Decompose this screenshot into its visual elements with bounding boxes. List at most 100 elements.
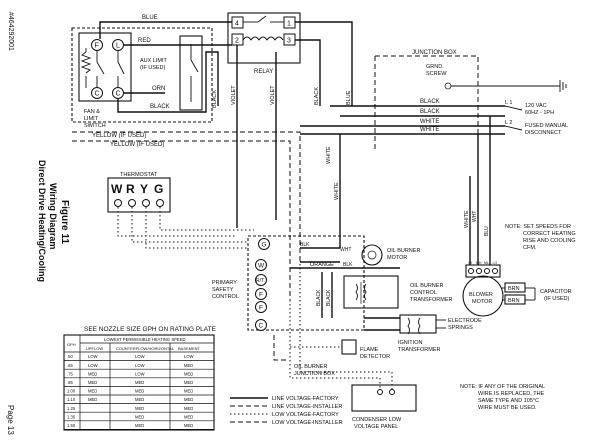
flame-detector: FLAME DETECTOR (290, 339, 390, 360)
wire-label-black-jb2: BLACK (420, 109, 440, 115)
wire-label-blue-right: BLUE (346, 90, 352, 105)
wire-label-white-vertical: WHITE (334, 182, 340, 200)
table-cell-gph: .75 (67, 371, 73, 376)
tap-mh: MH (476, 261, 482, 265)
terminal-c-left: C (95, 91, 100, 98)
table-head-basement: BASEMENT (178, 346, 201, 351)
relay-label: RELAY (254, 69, 273, 75)
control-terminal-c: C (259, 323, 264, 330)
wire-label-orn: ORN (152, 86, 165, 92)
table-head-main: LOWEST PERMISSIBLE HEATING SPEED (104, 337, 186, 342)
junction-box: JUNCTION BOX GRND. SCREW BLACK BLACK WHI… (300, 50, 568, 180)
document-code: #464292001 (7, 12, 14, 51)
ignition-transformer: ELECTRODE SPRINGS IGNITION TRANSFORMER (364, 314, 482, 353)
table-cell-speed: MED (184, 414, 193, 419)
note-speeds: NOTE: SET SPEEDS FOR CORRECT HEATING RIS… (505, 224, 576, 251)
page-number: Page 13 (6, 405, 15, 435)
table-cell-speed: MED (88, 397, 97, 402)
diagram-title-line1: Wiring Diagram (48, 183, 58, 249)
note-wire-3: SAME TYPE AND 105°C (478, 398, 539, 404)
fused-label-2: DISCONNECT (525, 130, 562, 136)
table-cell-speed: MED (135, 414, 144, 419)
primary-control-label-3: CONTROL (212, 294, 239, 300)
table-cell-speed: LOW (88, 363, 98, 368)
table-cell-speed: MED (184, 397, 193, 402)
wire-label-brn-2: BRN (508, 298, 520, 304)
table-cell-speed: MED (135, 389, 144, 394)
wire-label-blk-top: BLK (300, 242, 310, 248)
legend-item-2: LINE VOLTAGE-INSTALLER (272, 404, 342, 410)
wire-label-white-jb2: WHITE (420, 127, 439, 133)
oil-burner-junction-box: OIL BURNER JUNCTION BOX (273, 335, 335, 377)
wire-label-white-jb1: WHITE (420, 119, 439, 125)
figure-label: Figure 11 (59, 200, 70, 244)
table-cell-speed: MED (184, 406, 193, 411)
tap-lo: LO (493, 261, 498, 265)
table-cell-speed: LOW (184, 354, 194, 359)
table-cell-speed: MED (184, 371, 193, 376)
wire-label-black-vertical: BLACK (212, 90, 218, 108)
wire-label-wht-top: WHT (340, 247, 351, 253)
wire-label-black-jb1: BLACK (420, 99, 440, 105)
fused-label-1: FUSED MANUAL (525, 123, 568, 129)
table-caption: SEE NOZZLE SIZE GPH ON RATING PLATE (84, 326, 217, 333)
wire-label-wht-blower: WHT (472, 211, 478, 222)
table-cell-gph: 1.35 (67, 414, 76, 419)
line-l1-label: L 1 (505, 100, 512, 106)
table-cell-gph: 1.00 (67, 389, 76, 394)
table-cell-speed: MED (184, 363, 193, 368)
electrode-label-1: ELECTRODE (448, 318, 482, 324)
wire-label-black-limit: BLACK (150, 104, 170, 110)
table-cell-gph: 1.50 (67, 423, 76, 428)
note-wire-4: WIRE MUST BE USED. (478, 405, 537, 411)
table-cell-speed: LOW (135, 363, 145, 368)
wire-label-brn-1: BRN (508, 286, 520, 292)
oil-motor-label-1: OIL BURNER (387, 248, 420, 254)
tap-ml: ML (484, 261, 489, 265)
aux-limit-if-used: (IF USED) (140, 65, 166, 71)
table-cell-speed: MED (135, 406, 144, 411)
table-head-counterflow: COUNTERFLOW/HORIZONTAL (116, 346, 175, 351)
aux-limit-label: AUX LIMIT (140, 58, 168, 64)
diagram-title-line2: Direct Drive Heating/Cooling (37, 160, 47, 282)
note-speeds-1: NOTE: SET SPEEDS FOR (505, 224, 571, 230)
table-cell-speed: MED (135, 397, 144, 402)
flame-label-1: FLAME (360, 347, 379, 353)
fan-limit-label-2: LIMIT (84, 116, 99, 122)
legend-item-4: LOW VOLTAGE-INSTALLER (272, 420, 343, 426)
table-cell-speed: MED (88, 389, 97, 394)
relay-terminal-2: 2 (235, 38, 239, 45)
flame-label-2: DETECTOR (360, 354, 390, 360)
wire-label-black-ctrl1: BLACK (316, 289, 322, 306)
control-terminal-f2: F (259, 305, 263, 312)
wire-label-violet-1: VIOLET (231, 85, 237, 105)
wire-label-orange: ORANGE (310, 262, 334, 268)
relay-terminal-1: 1 (287, 21, 291, 28)
side-titles: #464292001 Figure 11 Wiring Diagram Dire… (6, 12, 70, 435)
condenser-label-1: CONDENSER LOW (352, 417, 402, 423)
legend-item-1: LINE VOLTAGE-FACTORY (272, 396, 339, 402)
thermostat-r: R (126, 182, 135, 196)
thermostat: THERMOSTAT W R Y G (107, 172, 254, 249)
table-cell-speed: MED (184, 380, 193, 385)
table-cell-speed: MED (135, 380, 144, 385)
table-cell-gph: .65 (67, 363, 73, 368)
control-terminal-g: G (262, 242, 267, 249)
note-speeds-4: CFM. (523, 245, 537, 251)
ground-label-2: SCREW (426, 71, 447, 77)
table-cell-gph: 1.10 (67, 397, 76, 402)
table-cell-gph: .85 (67, 380, 73, 385)
relay-terminal-3: 3 (287, 38, 291, 45)
wire-label-yellow-2: YELLOW (IF USED) (110, 142, 164, 148)
condenser-label-2: VOLTAGE PANEL (354, 424, 398, 430)
vac-label-2: 60HZ - 1PH (525, 110, 554, 116)
wire-label-black-right: BLACK (314, 87, 320, 105)
table-cell-speed: LOW (135, 371, 145, 376)
top-wires: BLUE RED ORN BLACK BLACK VIOLET VIOLET B… (99, 15, 353, 228)
fan-limit-label-3: SWITCH (84, 123, 106, 129)
control-terminal-rt: R/T (256, 278, 264, 284)
oil-burner-motor: OIL BURNER MOTOR (361, 244, 420, 266)
terminal-l: L (116, 43, 120, 50)
